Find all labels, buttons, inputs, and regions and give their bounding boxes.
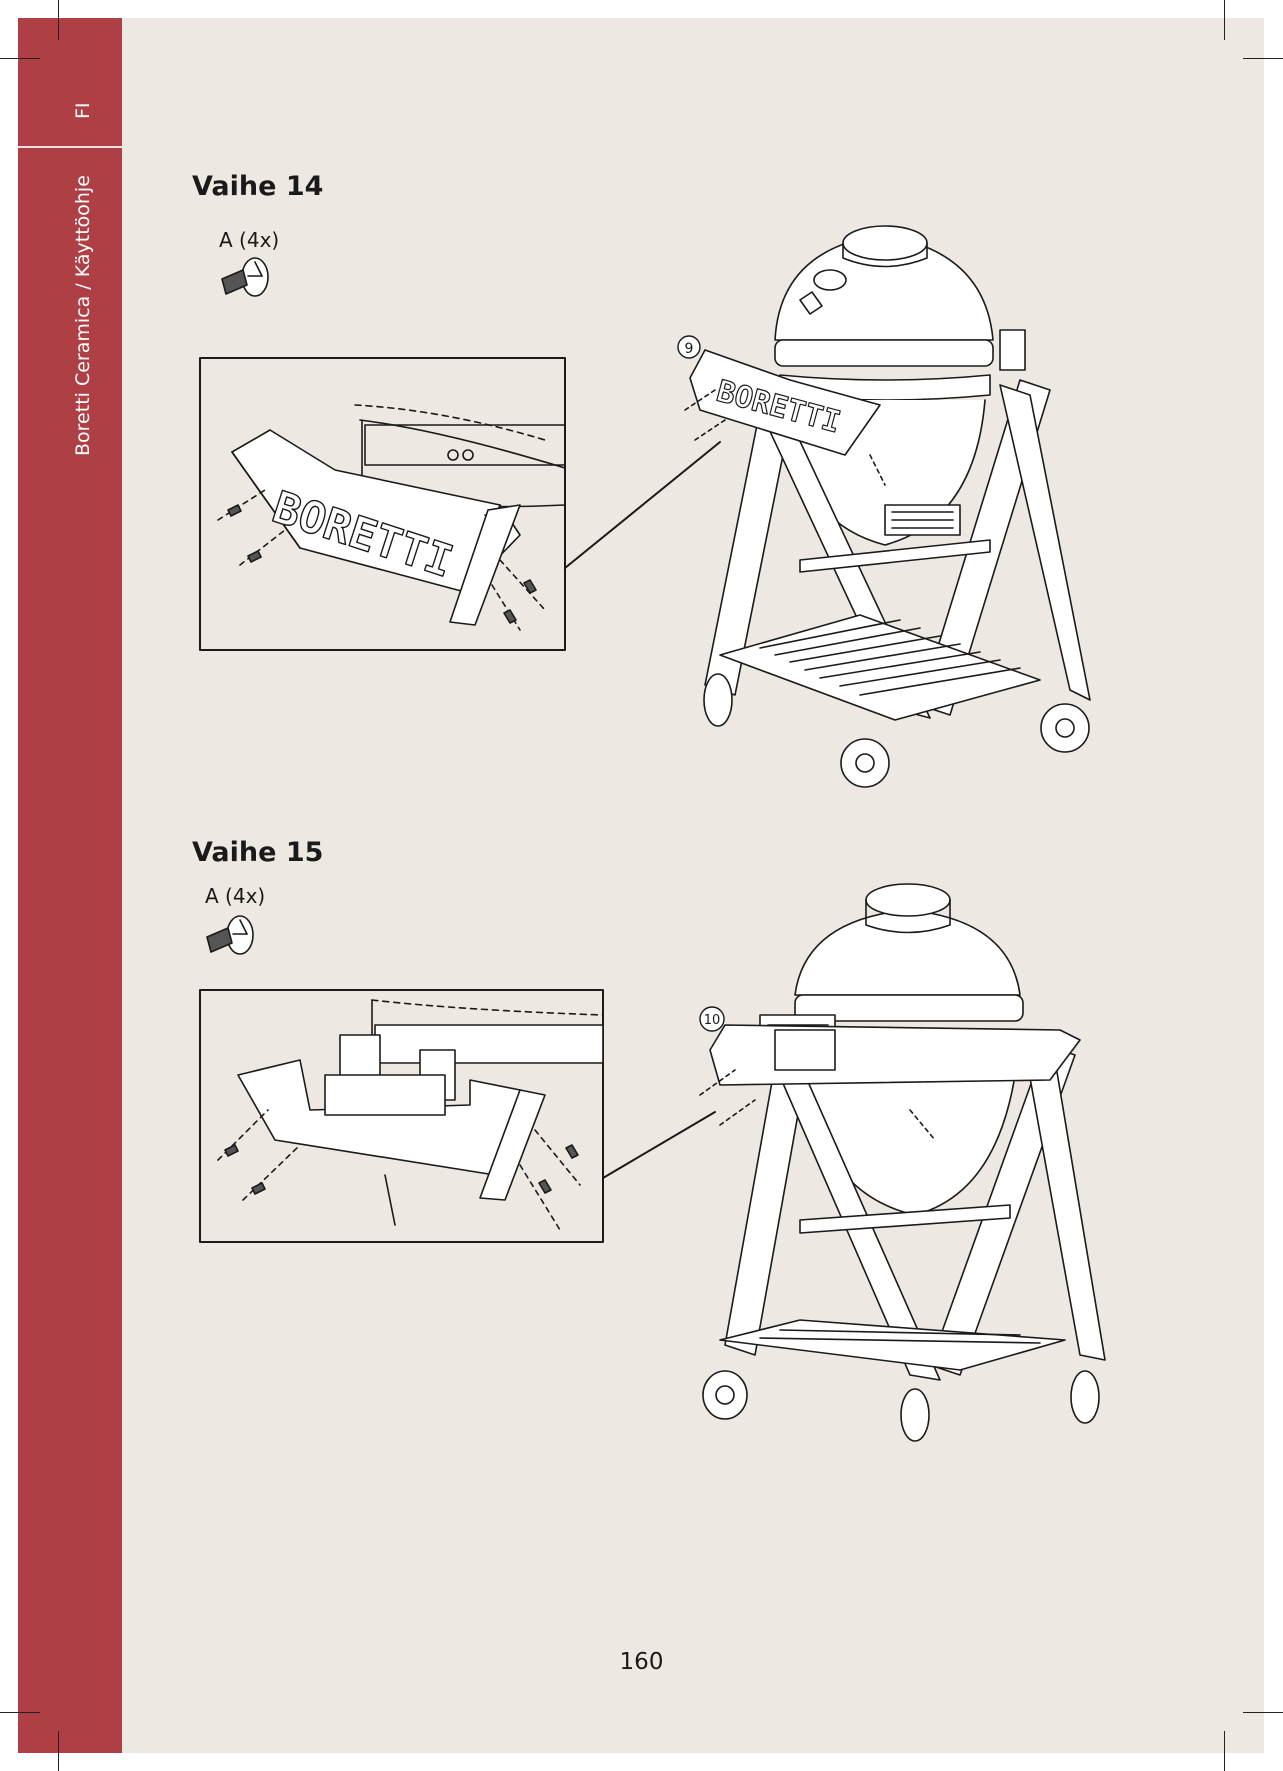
svg-text:9: 9 <box>685 341 694 357</box>
step-15-screw-icon <box>206 915 254 955</box>
crop-mark <box>58 1731 59 1771</box>
crop-mark <box>1224 0 1225 40</box>
sidebar-divider <box>18 146 122 148</box>
crop-mark <box>1243 1712 1283 1713</box>
crop-mark <box>58 0 59 40</box>
step-14-title: Vaihe 14 <box>192 171 324 202</box>
step-14-grill-illustration: BORETTI <box>684 225 1091 788</box>
page-background <box>18 18 1264 1753</box>
step-14-detail-inset: BORETTI <box>199 357 566 651</box>
step-15-part-label: A (4x) <box>205 884 266 908</box>
step-14-screw-icon <box>221 257 269 297</box>
svg-text:10: 10 <box>704 1013 721 1028</box>
sidebar-band <box>18 18 122 1753</box>
page-number: 160 <box>619 1649 664 1675</box>
step-15-grill-illustration <box>699 883 1106 1442</box>
crop-mark <box>0 58 40 59</box>
step-15-callout: 10 <box>699 1006 725 1032</box>
crop-mark <box>0 1712 40 1713</box>
crop-mark <box>1243 58 1283 59</box>
step-15-leader-line <box>602 1111 716 1179</box>
crop-mark <box>1224 1731 1225 1771</box>
step-14-callout: 9 <box>677 335 701 359</box>
step-15-title: Vaihe 15 <box>192 837 324 868</box>
step-14-leader-line <box>564 441 721 569</box>
step-14-part-label: A (4x) <box>219 228 280 252</box>
step-15-detail-inset <box>199 989 604 1243</box>
